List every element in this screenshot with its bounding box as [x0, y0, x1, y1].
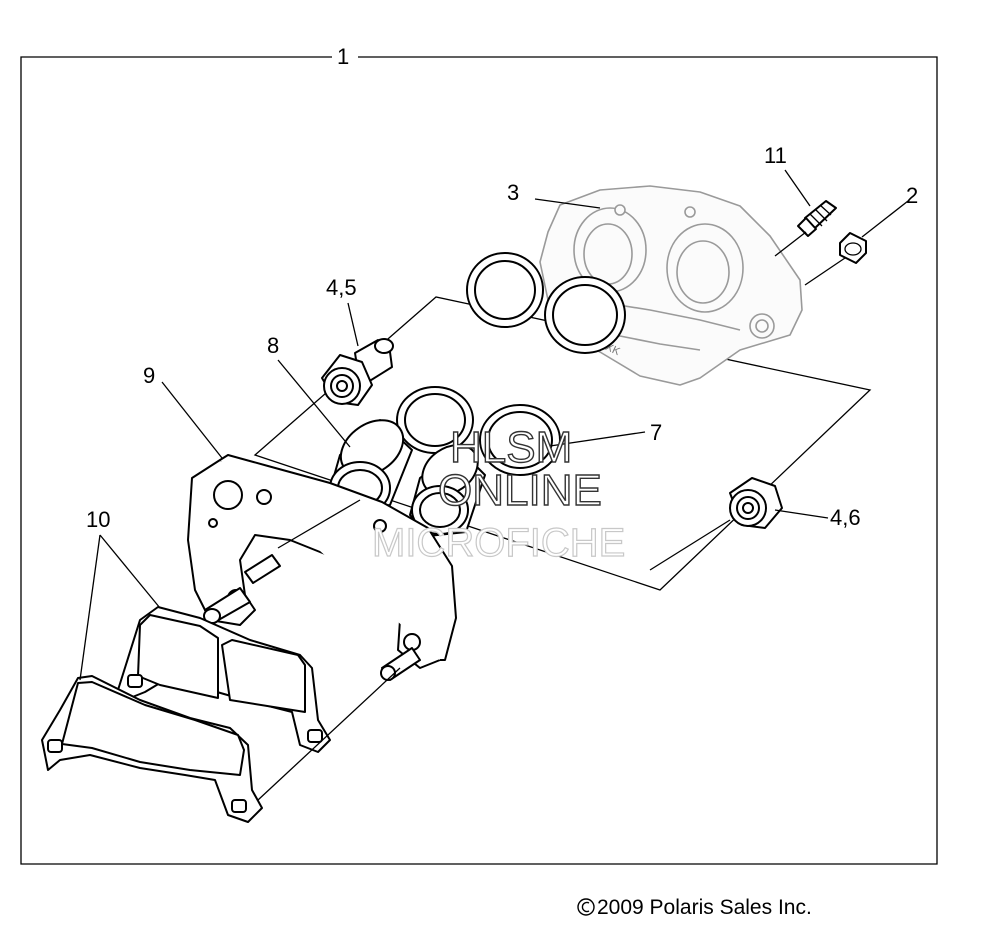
copyright-text: 2009 Polaris Sales Inc.	[597, 896, 812, 919]
callout-4-6: 4,6	[830, 505, 861, 530]
svg-text:HLSM: HLSM	[450, 423, 572, 472]
guide-pin-boot-lower	[729, 477, 783, 529]
assembly-frame	[20, 56, 938, 865]
brake-pad-front	[41, 675, 263, 823]
callout-7: 7	[650, 420, 662, 445]
caliper-bracket	[187, 454, 457, 681]
svg-text:MICROFICHE: MICROFICHE	[372, 521, 625, 565]
piston-seals	[396, 252, 626, 476]
callout-8: 8	[267, 333, 279, 358]
callout-10: 10	[86, 507, 110, 532]
callout-9: 9	[143, 363, 155, 388]
callout-4-5: 4,5	[326, 275, 357, 300]
callout-2: 2	[906, 183, 918, 208]
watermark: HLSM ONLINE MICROFICHE	[371, 422, 626, 565]
guide-pin-boot-upper	[321, 338, 394, 406]
bleeder-screw	[797, 200, 837, 237]
callout-1: 1	[337, 44, 349, 69]
callout-3: 3	[507, 180, 519, 205]
copyright-footer: 2009 Polaris Sales Inc.	[577, 896, 812, 919]
svg-text:ONLINE: ONLINE	[438, 466, 602, 515]
brake-pad-rear	[117, 606, 331, 753]
callout-11: 11	[764, 143, 787, 168]
copyright-icon	[577, 898, 595, 916]
bleeder-cap	[839, 232, 867, 264]
